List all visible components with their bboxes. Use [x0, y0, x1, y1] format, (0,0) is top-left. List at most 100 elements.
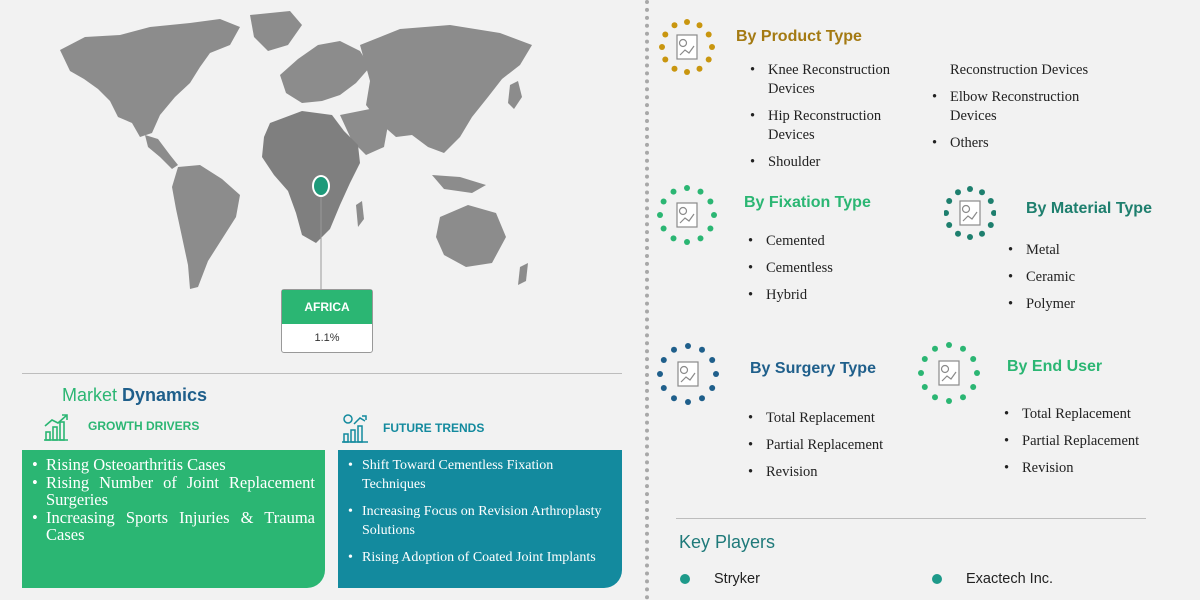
key-players-title-part1: Key [679, 532, 716, 552]
ring-dot [944, 210, 949, 216]
surgery-type-list: Total Replacement Partial Replacement Re… [748, 409, 883, 482]
ring-dot [671, 22, 678, 29]
ring-dot [660, 225, 667, 232]
ring-dot [685, 343, 691, 349]
market-dynamics-title: Market Dynamics [62, 385, 207, 406]
ring-dot [991, 210, 996, 216]
continents [60, 11, 532, 289]
ring-dot [699, 346, 705, 353]
ring-dot [970, 356, 977, 362]
future-trends-list: Shift Toward Cementless Fixation Techniq… [348, 456, 612, 567]
ring-dot [671, 346, 677, 353]
product-type-list-col1: Knee Reconstruction Devices Hip Reconstr… [750, 61, 920, 172]
trend-chart-icon [342, 414, 368, 443]
end-user-item: Total Replacement [1004, 405, 1139, 424]
ring-dot [946, 198, 953, 204]
growth-drivers-list: Rising Osteoarthritis Cases Rising Numbe… [32, 456, 315, 543]
central-america-shape [145, 135, 178, 169]
ring-dot [705, 56, 712, 63]
market-dynamics-title-part1: Market [62, 385, 123, 405]
material-type-icon [944, 186, 996, 240]
future-trends-card: Shift Toward Cementless Fixation Techniq… [338, 450, 622, 588]
ring-dot [946, 342, 952, 348]
ring-dot [697, 235, 704, 242]
material-type-list: Metal Ceramic Polymer [1008, 241, 1075, 314]
end-user-item: Partial Replacement [1004, 432, 1139, 451]
europe-shape [280, 41, 370, 103]
ring-dot [709, 44, 715, 50]
ring-dot [684, 185, 690, 191]
product-type-continuation: Reconstruction Devices [950, 62, 1089, 78]
growth-driver-item: Rising Number of Joint Replacement Surge… [32, 474, 315, 508]
ring-dot [707, 225, 714, 232]
ring-dot [684, 69, 690, 75]
ring-dot [660, 385, 667, 391]
ring-dot [946, 398, 952, 404]
product-type-item: Knee Reconstruction Devices [750, 61, 920, 99]
surgery-type-item: Total Replacement [748, 409, 883, 428]
ring-dot [657, 212, 663, 218]
key-player-item: Stryker [714, 571, 760, 587]
ring-dot [918, 370, 924, 376]
ring-dot [932, 345, 938, 352]
africa-marker-pin [312, 175, 330, 197]
ring-dot [932, 394, 938, 401]
greenland-shape [250, 11, 302, 51]
fixation-type-item: Cementless [748, 259, 833, 278]
ring-dot [960, 345, 966, 352]
end-user-title: By End User [1007, 358, 1102, 376]
fixation-type-item: Cemented [748, 232, 833, 251]
ring-dot [684, 239, 690, 245]
region-value: 1.1% [314, 332, 340, 344]
fixation-type-list: Cemented Cementless Hybrid [748, 232, 833, 305]
region-label: AFRICA [282, 290, 372, 324]
surgery-type-item: Partial Replacement [748, 436, 883, 455]
ring-dot [660, 357, 667, 363]
product-type-item: Elbow Reconstruction Devices [932, 88, 1112, 126]
material-type-item: Metal [1008, 241, 1075, 260]
ring-dot [955, 230, 961, 237]
ring-dot [987, 222, 994, 228]
australia-shape [436, 205, 506, 267]
ring-dot [960, 394, 966, 401]
ring-dot [967, 186, 973, 192]
ring-dot [696, 65, 703, 72]
end-user-icon [918, 342, 980, 404]
middle-east-shape [340, 109, 388, 155]
growth-drivers-card: Rising Osteoarthritis Cases Rising Numbe… [22, 450, 325, 588]
ring-dot [657, 371, 663, 377]
future-trends-label: FUTURE TRENDS [383, 421, 485, 435]
key-player-item: Exactech Inc. [966, 571, 1054, 587]
ring-dot [685, 399, 691, 405]
surgery-type-icon [657, 343, 719, 405]
japan-shape [508, 81, 522, 109]
ring-dot [979, 189, 985, 196]
ring-dot [709, 357, 716, 363]
fixation-type-item: Hybrid [748, 286, 833, 305]
material-type-title: By Material Type [1026, 200, 1152, 218]
material-type-item: Polymer [1008, 295, 1075, 314]
madagascar-shape [356, 201, 364, 227]
new-zealand-shape [518, 263, 528, 285]
ring-dot [671, 395, 677, 402]
world-map [40, 5, 540, 305]
end-user-list: Total Replacement Partial Replacement Re… [1004, 405, 1139, 478]
ring-dot [684, 19, 690, 25]
ring-dot [970, 384, 977, 390]
product-type-title: By Product Type [736, 28, 862, 46]
indonesia-shape [432, 175, 486, 193]
ring-dot [709, 385, 716, 391]
ring-dot [707, 198, 714, 205]
ring-dot [659, 44, 665, 50]
ring-dot [974, 370, 980, 376]
product-type-item: Others [932, 134, 1112, 153]
world-map-svg [60, 11, 532, 289]
growth-driver-item: Rising Osteoarthritis Cases [32, 456, 315, 473]
ring-dot [662, 56, 669, 63]
future-trend-item: Rising Adoption of Coated Joint Implants [348, 548, 612, 567]
dynamics-separator [22, 373, 622, 374]
ring-dot [660, 198, 667, 205]
key-player-bullet [680, 574, 690, 584]
key-players-title: Key Players [679, 532, 775, 553]
surgery-type-title-text: By Surgery Type [750, 360, 876, 377]
